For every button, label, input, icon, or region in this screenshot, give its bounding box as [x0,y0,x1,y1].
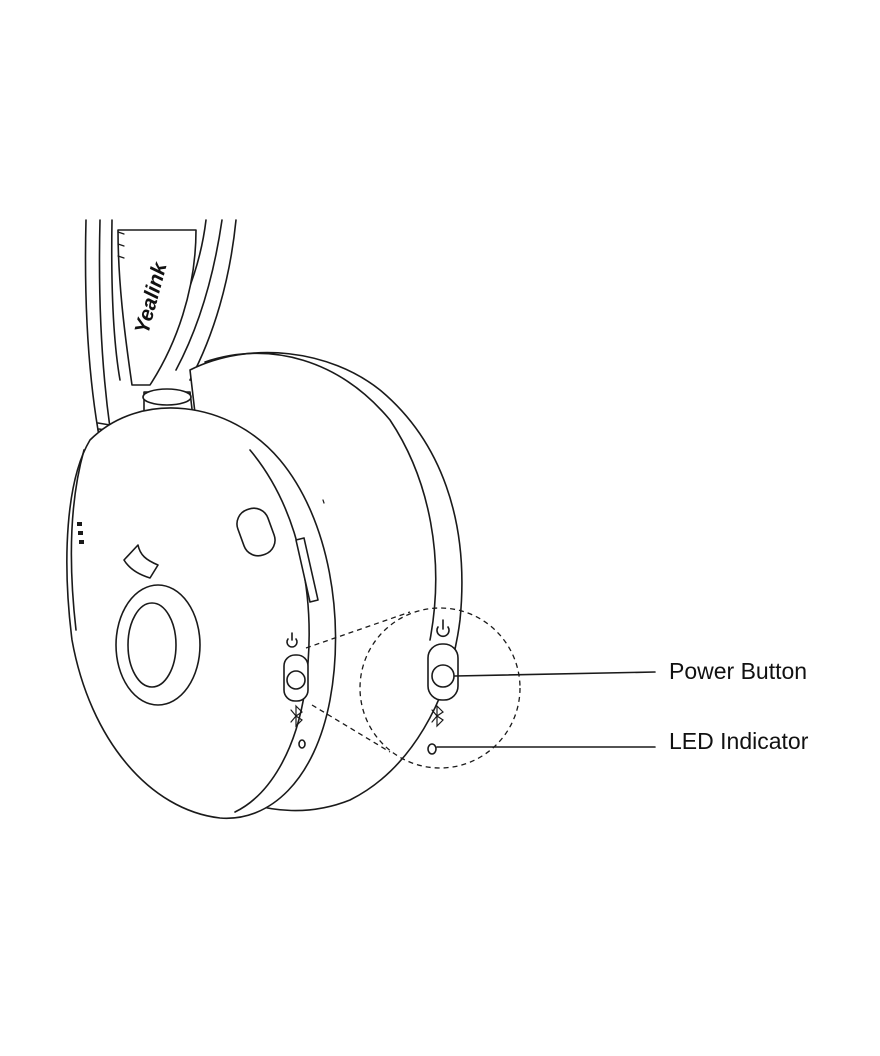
bluetooth-icon-enlarged [431,704,444,728]
mic-mute-icon [77,522,84,544]
side-button [236,507,276,557]
callout-power: Power Button [454,658,807,684]
power-button-label: Power Button [669,658,807,684]
power-icon [286,632,298,648]
callout-led: LED Indicator [436,728,809,754]
ear-cup [66,407,337,819]
bluetooth-icon [290,704,303,728]
magnifier [305,607,521,769]
center-control-disc [127,602,177,688]
power-icon-enlarged [436,619,450,638]
headband: Yealink [84,219,237,561]
led-indicator-label: LED Indicator [669,728,809,754]
led-indicator-enlarged [427,743,437,755]
led-indicator-small [298,739,306,749]
